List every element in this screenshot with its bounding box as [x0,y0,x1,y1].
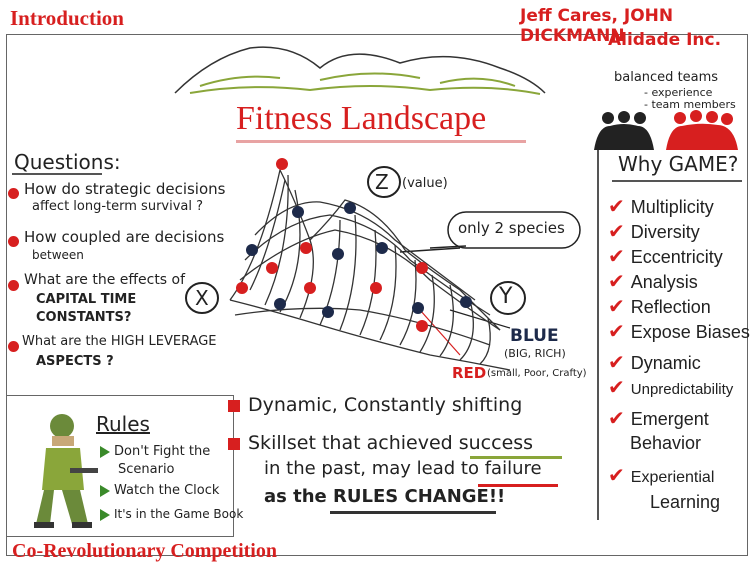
species-callout: only 2 species [458,219,565,237]
rule-2: Watch the Clock [100,483,219,498]
outer-frame [6,34,748,556]
axis-z-note: (value) [402,176,448,191]
note-2-line3: as the RULES CHANGE!! [264,486,506,507]
blue-note: (BIG, RICH) [504,347,566,360]
red-note: (small, Poor, Crafty) [487,368,587,379]
footer-title: Co-Revolutionary Competition [12,540,277,562]
note-2-line1: Skillset that achieved success [228,432,533,454]
rule-bullet-icon [100,445,110,458]
why-item-unpredictability: ✔Unpredictability [608,375,734,399]
question-1-line1: How do strategic decisions [24,180,226,198]
success-underline [470,456,562,459]
rule-bullet-icon [100,508,110,521]
question-bullet-3 [8,280,19,291]
question-bullet-4 [8,341,19,352]
questions-underline [12,173,102,175]
question-3-line3: CONSTANTS? [36,310,132,325]
teams-item-members: - team members [644,98,736,111]
why-item-emergent: ✔Emergent [608,406,709,430]
company: Alidade Inc. [608,30,722,50]
question-2-line2: between [32,248,84,262]
diagram-title: Fitness Landscape [236,100,487,137]
why-item-diversity: ✔Diversity [608,219,700,243]
rule-bullet-icon [100,484,110,497]
section-title: Introduction [10,6,124,30]
rules-box [6,395,234,537]
rule-1-cont: Scenario [118,462,175,477]
rule-1: Don't Fight the [100,444,210,459]
question-4-line2: ASPECTS ? [36,354,114,369]
why-item-behavior: Behavior [630,433,702,453]
failure-underline [478,484,558,487]
teams-heading: balanced teams [614,70,719,85]
axis-y-label: Y [499,284,513,309]
note-2-line2: in the past, may lead to failure [264,458,542,479]
question-2-line1: How coupled are decisions [24,228,225,246]
rule-3: It's in the Game Book [100,507,243,521]
why-item-experiential: ✔Experiential [608,463,715,487]
note-bullet-icon [228,437,240,450]
question-bullet-2 [8,236,19,247]
red-label: RED [452,364,487,382]
why-game-underline [612,180,742,182]
question-3-line2: CAPITAL TIME [36,292,137,307]
axis-x-label: X [195,286,209,310]
authors: Jeff Cares, JOHN DICKMANN [520,6,674,46]
question-3-line1: What are the effects of [24,272,186,288]
question-bullet-1 [8,188,19,199]
question-4-line1: What are the HIGH LEVERAGE [22,334,217,349]
why-game-divider [597,150,599,520]
why-item-reflection: ✔Reflection [608,294,711,318]
axis-z-label: Z [375,170,389,194]
why-item-eccentricity: ✔Eccentricity [608,244,723,268]
why-game-list: ✔Multiplicity ✔Diversity ✔Eccentricity ✔… [608,194,750,514]
team-figures [594,110,738,150]
teams-item-experience: - experience [644,86,713,99]
why-game-heading: Why GAME? [618,152,739,176]
why-item-multiplicity: ✔Multiplicity [608,194,714,218]
why-item-learning: Learning [650,492,721,512]
rules-change-underline [330,511,496,514]
hills-sketch [174,46,546,95]
note-1: Dynamic, Constantly shifting [228,394,522,416]
note-bullet-icon [228,399,240,412]
soldier-illustration [34,414,98,528]
why-item-dynamic: ✔Dynamic [608,350,701,374]
why-item-expose-biases: ✔Expose Biases [608,319,750,343]
rules-heading: Rules [96,412,150,436]
fitness-landscape [185,158,581,371]
title-underline [236,140,526,143]
question-1-line2: affect long-term survival ? [32,199,204,214]
questions-heading: Questions: [14,150,121,174]
why-item-analysis: ✔Analysis [608,269,698,293]
blue-label: BLUE [510,326,559,346]
